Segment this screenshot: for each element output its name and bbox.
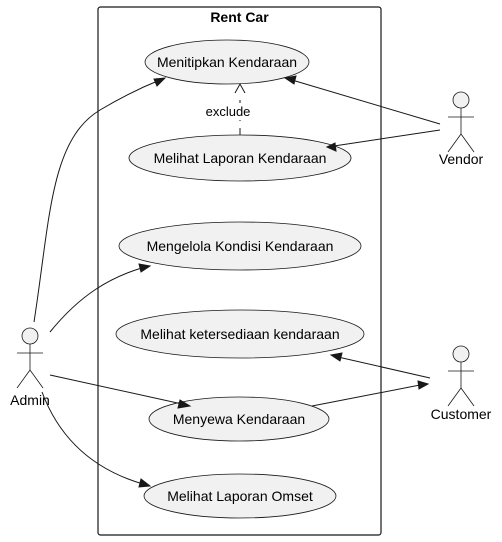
actor-label: Customer <box>431 406 492 422</box>
actor-body <box>16 344 44 389</box>
use-case-label: Melihat ketersediaan kendaraan <box>140 326 339 342</box>
arrowhead <box>177 399 192 409</box>
arrowhead <box>153 77 167 87</box>
system-title: Rent Car <box>210 9 269 25</box>
actor-head <box>21 327 39 345</box>
actor-label: Admin <box>10 392 50 408</box>
use-case-label: Melihat Laporan Omset <box>167 488 313 504</box>
actor-vendor[interactable]: Vendor <box>439 91 484 167</box>
use-case-label: Menyewa Kendaraan <box>173 411 305 427</box>
actor-label: Vendor <box>439 151 484 167</box>
use-case-melihat-ketersediaan-kendaraan[interactable]: Melihat ketersediaan kendaraan <box>115 309 365 359</box>
use-case-mengelola-kondisi-kendaraan[interactable]: Mengelola Kondisi Kendaraan <box>118 221 362 271</box>
use-case-melihat-laporan-omset[interactable]: Melihat Laporan Omset <box>143 473 337 519</box>
actor-body <box>447 362 475 407</box>
edge-admin-menyewa <box>49 374 192 409</box>
use-case-menitipkan-kendaraan[interactable]: Menitipkan Kendaraan <box>144 39 310 85</box>
edge-admin-mengelola <box>49 263 152 333</box>
edge-vendor-laporan <box>325 129 441 152</box>
use-case-ellipse <box>143 473 337 519</box>
edge-admin-menitipkan <box>33 77 167 323</box>
actor-body <box>447 108 475 153</box>
edge-label-bg <box>200 103 256 120</box>
actor-head <box>452 345 470 363</box>
use-case-ellipse <box>148 396 330 442</box>
arrowhead <box>283 75 297 85</box>
edge-vendor-menitipkan <box>283 75 441 125</box>
use-case-ellipse <box>144 39 310 85</box>
edge-admin-omset <box>41 391 152 488</box>
exclude-label: exclude <box>206 104 251 119</box>
edge-customer-ketersediaan <box>329 352 431 379</box>
arrowhead <box>329 352 343 362</box>
use-case-ellipse <box>118 221 362 271</box>
actor-head <box>452 91 470 109</box>
open-arrowhead <box>234 82 246 94</box>
use-case-label: Mengelola Kondisi Kendaraan <box>147 238 334 254</box>
actor-customer[interactable]: Customer <box>431 345 492 422</box>
use-case-menyewa-kendaraan[interactable]: Menyewa Kendaraan <box>148 396 330 442</box>
actor-admin[interactable]: Admin <box>10 327 50 408</box>
arrowhead <box>325 142 337 152</box>
arrowhead <box>138 478 152 488</box>
edge-menyewa-customer <box>311 380 430 407</box>
use-case-label: Menitipkan Kendaraan <box>157 54 297 70</box>
arrowhead <box>417 380 430 390</box>
use-case-melihat-laporan-kendaraan[interactable]: Melihat Laporan Kendaraan <box>128 134 352 182</box>
use-case-label: Melihat Laporan Kendaraan <box>154 150 327 166</box>
edge-exclude: exclude <box>200 82 256 135</box>
arrowhead <box>138 263 152 273</box>
use-case-ellipse <box>115 309 365 359</box>
system-boundary <box>97 6 382 536</box>
